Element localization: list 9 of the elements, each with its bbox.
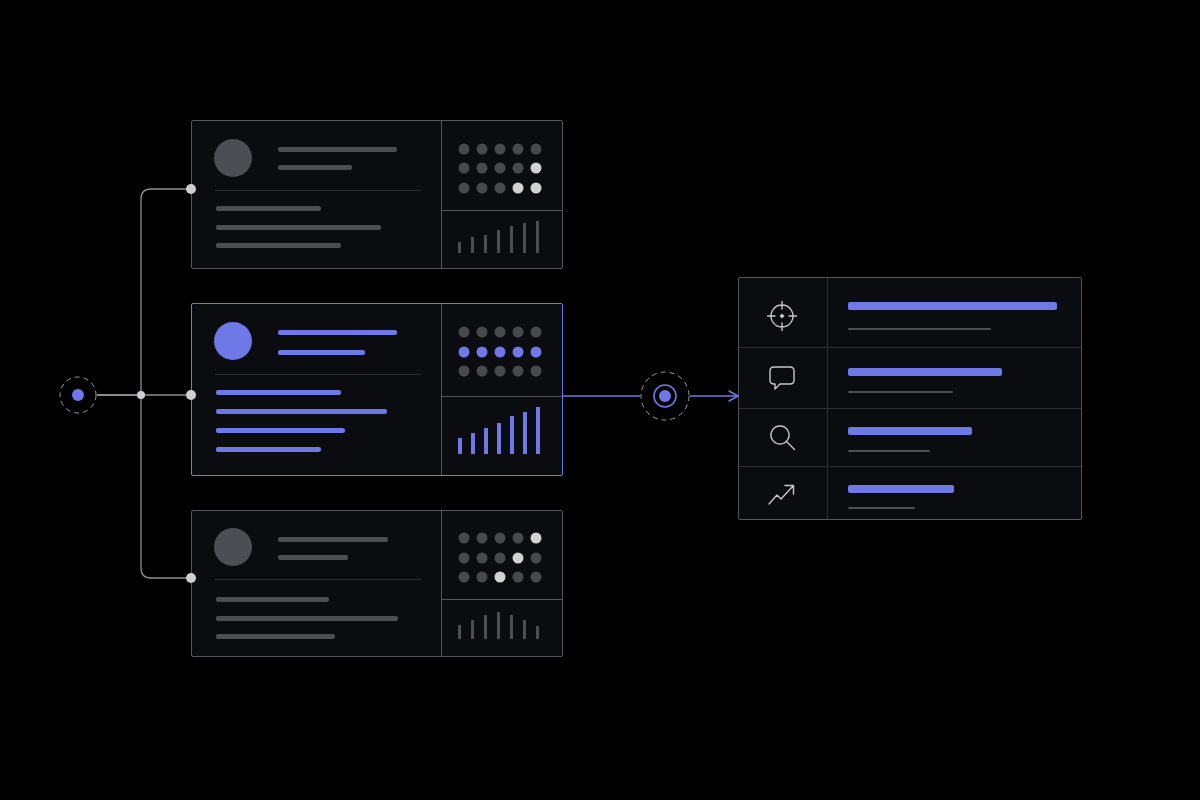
start-node bbox=[59, 376, 97, 414]
profile-card bbox=[191, 120, 563, 269]
highlighted-profile-card bbox=[191, 303, 563, 476]
connector-line bbox=[562, 395, 641, 397]
results-panel bbox=[738, 277, 1082, 520]
arrow bbox=[689, 390, 739, 402]
relay-node bbox=[640, 371, 690, 421]
connector-line bbox=[96, 394, 196, 583]
profile-card bbox=[191, 510, 563, 657]
